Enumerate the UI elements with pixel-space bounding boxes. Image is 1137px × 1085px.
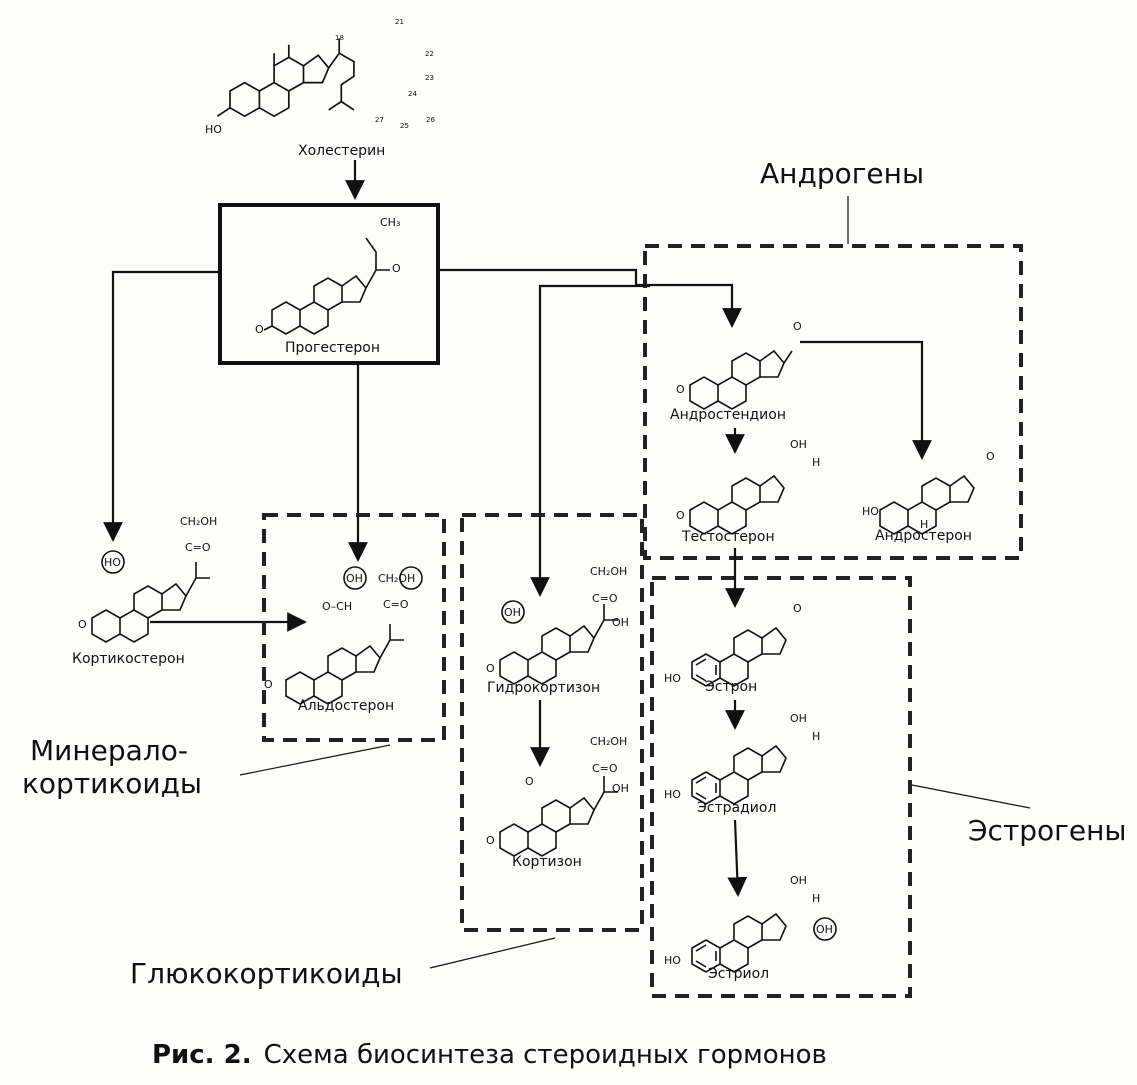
aldosterone-co: C=O: [383, 598, 409, 611]
aldosterone-label: Альдостерон: [298, 698, 394, 714]
corticosterone-co: C=O: [185, 541, 211, 554]
hydrocortisone-oh-ring: OH: [504, 606, 521, 619]
progesterone-structure: [263, 237, 390, 335]
mineralocorticoids-label-2: кортикоиды: [22, 767, 202, 800]
aldosterone-ch2oh: CH₂OH: [378, 572, 415, 585]
hydrocortisone-co: C=O: [592, 592, 618, 605]
corticosterone-label: Кортикостерон: [72, 651, 185, 667]
testosterone-structure: [689, 475, 785, 535]
cortisone-co: C=O: [592, 762, 618, 775]
arrow-estradiol-estriol: [727, 819, 748, 897]
cortisone-label: Кортизон: [512, 854, 582, 870]
mineralocorticoids-label-1: Минерало-: [30, 734, 188, 767]
estrone-ho: HO: [664, 672, 681, 685]
estriol-h: H: [812, 892, 820, 905]
estriol-ho: HO: [664, 954, 681, 967]
estradiol-h: H: [812, 730, 820, 743]
cholesterol-num-23: 23: [425, 74, 434, 82]
androsterone-label: Андростерон: [875, 528, 972, 544]
testosterone-h: H: [812, 456, 820, 469]
androstenedione-structure: [689, 350, 793, 410]
cholesterol-num-26: 26: [426, 116, 435, 124]
progesterone-box: [218, 203, 440, 365]
cholesterol-num-24: 24: [408, 90, 417, 98]
glucocorticoids-label: Глюкокортикоиды: [130, 957, 403, 990]
cholesterol-structure: [216, 38, 355, 118]
cortisone-o: O: [486, 834, 495, 847]
cholesterol-ho-label: HO: [205, 123, 222, 136]
cholesterol-num-27: 27: [375, 116, 384, 124]
hydrocortisone-label: Гидрокортизон: [487, 680, 600, 696]
aldosterone-oh-1: OH: [346, 572, 363, 585]
estradiol-structure: [691, 745, 787, 805]
estriol-oh: OH: [790, 874, 807, 887]
cortisone-oh: OH: [612, 782, 629, 795]
estriol-structure: [691, 913, 787, 973]
progesterone-label: Прогестерон: [285, 340, 380, 356]
mineralocorticoids-box: [262, 513, 446, 742]
corticosterone-oh-circle: [101, 550, 125, 574]
estrogens-box: [650, 576, 912, 998]
mineralocorticoids-leader: [239, 744, 391, 776]
arrow-androstenedione-androsterone: [800, 340, 932, 460]
corticosterone-structure: [91, 562, 210, 643]
estradiol-label: Эстрадиол: [697, 800, 776, 816]
hydrocortisone-oh: OH: [612, 616, 629, 629]
cholesterol-num-21: 21: [395, 18, 404, 26]
estrogens-label: Эстрогены: [968, 814, 1127, 847]
corticosterone-o: O: [78, 618, 87, 631]
caption-text: Схема биосинтеза стероидных гормонов: [264, 1040, 827, 1070]
hydrocortisone-oh-circle: [501, 600, 525, 624]
androgens-box: [643, 244, 1023, 560]
aldosterone-o-ch: O–CH: [322, 600, 352, 613]
androstenedione-o-3: O: [676, 383, 685, 396]
estrone-label: Эстрон: [705, 679, 757, 695]
cholesterol-num-25: 25: [400, 122, 409, 130]
progesterone-ch3: CH₃: [380, 216, 400, 229]
corticosterone-ch2oh: CH₂OH: [180, 515, 217, 528]
aldosterone-oh-circle-1: [343, 566, 367, 590]
cortisone-ch2oh: CH₂OH: [590, 735, 627, 748]
arrow-progesterone-hydrocortisone: [530, 284, 650, 597]
cortisone-o-11: O: [525, 775, 534, 788]
androstenedione-label: Андростендион: [670, 407, 786, 423]
progesterone-o: O: [392, 262, 401, 275]
arrow-progesterone-androstenedione: [438, 268, 742, 328]
estradiol-oh: OH: [790, 712, 807, 725]
corticosterone-ho: HO: [104, 556, 121, 569]
progesterone-o-ring: O: [255, 323, 264, 336]
hydrocortisone-structure: [499, 604, 618, 685]
cholesterol-num-18: 18: [335, 34, 344, 42]
estrogens-leader: [911, 784, 1031, 809]
androsterone-h: H: [920, 518, 928, 531]
cholesterol-num-22: 22: [425, 50, 434, 58]
testosterone-label: Тестостерон: [681, 529, 775, 545]
aldosterone-o: O: [264, 678, 273, 691]
testosterone-o: O: [676, 509, 685, 522]
caption-prefix: Рис. 2.: [152, 1040, 252, 1070]
figure-caption: Рис. 2. Схема биосинтеза стероидных горм…: [152, 1040, 827, 1070]
hydrocortisone-o: O: [486, 662, 495, 675]
androstenedione-o-17: O: [793, 320, 802, 333]
aldosterone-structure: [285, 624, 404, 705]
estradiol-ho: HO: [664, 788, 681, 801]
androsterone-ho: HO: [862, 505, 879, 518]
estriol-oh-circle: [813, 917, 837, 941]
arrow-progesterone-corticosterone: [103, 270, 220, 542]
estriol-oh-16: OH: [816, 923, 833, 936]
glucocorticoids-leader: [429, 937, 556, 969]
cholesterol-label: Холестерин: [298, 143, 385, 159]
androgens-label: Андрогены: [760, 157, 924, 190]
androsterone-o: O: [986, 450, 995, 463]
hydrocortisone-ch2oh: CH₂OH: [590, 565, 627, 578]
testosterone-oh: OH: [790, 438, 807, 451]
estrone-structure: [691, 627, 787, 687]
estriol-label: Эстриол: [708, 966, 769, 982]
cortisone-structure: [499, 776, 618, 857]
aldosterone-oh-circle-2: [399, 566, 423, 590]
estrone-o: O: [793, 602, 802, 615]
